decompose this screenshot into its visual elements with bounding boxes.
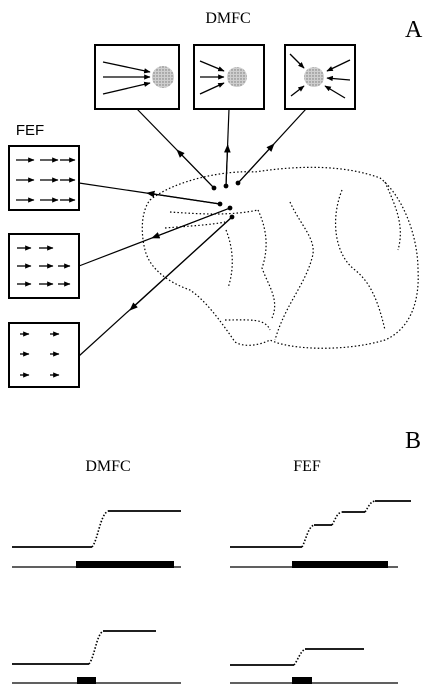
target-circle	[304, 67, 324, 87]
saccade-dotted	[331, 511, 343, 526]
fef-label-b: FEF	[293, 458, 321, 475]
connector-lines	[78, 108, 307, 357]
fef-trace-short	[230, 648, 398, 684]
dmfc-trace-short	[12, 630, 181, 684]
dmfc-trace-long	[12, 510, 181, 568]
saccade-dotted	[301, 524, 315, 548]
brain-outline	[141, 166, 419, 349]
saccade-dotted	[88, 630, 104, 665]
target-circle	[227, 67, 247, 87]
fef-label-a: FEF	[16, 122, 44, 139]
saccade-dotted	[91, 510, 109, 548]
fef-trace-long	[230, 500, 411, 568]
dmfc-label-b: DMFC	[85, 458, 130, 475]
dmfc-box-middle	[193, 44, 265, 110]
dmfc-label-a: DMFC	[205, 10, 250, 27]
dmfc-box-right	[284, 44, 356, 110]
dmfc-box-left	[94, 44, 180, 110]
stimulation-bar	[292, 677, 312, 684]
target-circle	[152, 66, 174, 88]
saccade-dotted	[364, 500, 376, 513]
stimulation-bar	[77, 677, 96, 684]
fef-box-bottom	[8, 322, 80, 388]
fef-box-top	[8, 145, 80, 211]
panel-a-label: A	[405, 17, 423, 43]
saccade-dotted	[293, 648, 306, 666]
stimulation-bar	[76, 561, 174, 568]
panel-b-label: B	[405, 428, 421, 454]
fef-box-middle	[8, 233, 80, 299]
stimulation-bar	[292, 561, 388, 568]
